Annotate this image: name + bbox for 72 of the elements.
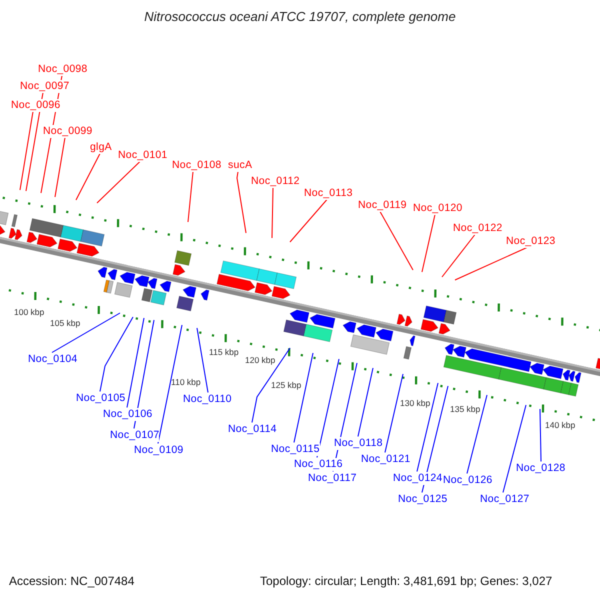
position-label: 125 kbp xyxy=(271,380,302,390)
leader-line xyxy=(380,211,414,270)
position-label: 115 kbp xyxy=(209,347,239,357)
leader-line xyxy=(54,137,66,198)
leader-line xyxy=(442,234,476,278)
gene-label: Noc_0099 xyxy=(43,124,92,138)
gene-label: Noc_0101 xyxy=(118,148,168,162)
leader-line xyxy=(126,318,144,408)
leader-line xyxy=(236,171,246,234)
gene-label: Noc_0098 xyxy=(38,62,88,76)
position-label: 140 kbp xyxy=(545,420,576,430)
leader-line xyxy=(294,352,314,443)
gene-label: Noc_0124 xyxy=(393,472,442,484)
gene-label: Noc_0127 xyxy=(480,492,530,506)
leader-line xyxy=(422,214,436,272)
position-label: 130 kbp xyxy=(400,398,430,408)
position-label: 110 kbp xyxy=(171,377,201,387)
gene-label: sucA xyxy=(228,158,252,172)
gene-label: glgA xyxy=(90,140,112,154)
leader-line xyxy=(540,408,542,462)
accession-label: Accession: NC_007484 xyxy=(9,574,134,588)
gene-label: Noc_0122 xyxy=(453,222,502,234)
gene-label: Noc_0096 xyxy=(11,98,60,112)
gene-label: Noc_0118 xyxy=(334,436,383,450)
gene-label: Noc_0104 xyxy=(28,352,78,366)
title: Nitrosococcus oceani ATCC 19707, complete genome xyxy=(143,9,457,24)
leader-line xyxy=(158,324,182,444)
genome-stats-label: Topology: circular; Length: 3,481,691 bp; Genes: 3,027 xyxy=(260,574,552,588)
gene-label: Noc_0097 xyxy=(20,80,70,92)
gene-label: Noc_0112 xyxy=(251,174,300,188)
gene-label: Noc_0115 xyxy=(271,442,320,456)
gene-label: Noc_0105 xyxy=(76,392,126,404)
leader-line xyxy=(416,382,438,472)
leader-line xyxy=(134,320,154,429)
leader-line xyxy=(196,328,208,393)
gene-label: Noc_0114 xyxy=(228,422,277,436)
gene-label: Noc_0125 xyxy=(398,492,448,506)
leader-line xyxy=(52,312,120,353)
leader-line xyxy=(188,171,194,222)
leader-line xyxy=(422,386,448,493)
leader-line xyxy=(384,374,404,453)
gene-label: Noc_0126 xyxy=(443,474,492,486)
gene-label: Noc_0106 xyxy=(103,408,152,420)
gene-label: Noc_0109 xyxy=(134,444,184,456)
gene-label: Noc_0121 xyxy=(361,452,410,466)
leader-line xyxy=(290,199,328,242)
gene-label: Noc_0119 xyxy=(358,198,407,212)
gene-label: Noc_0110 xyxy=(183,392,232,406)
leader-line xyxy=(26,92,44,192)
gene-label: Noc_0108 xyxy=(172,158,222,172)
position-label: 135 kbp xyxy=(450,404,480,414)
gene-label: Noc_0117 xyxy=(308,472,357,484)
position-label: 120 kbp xyxy=(245,355,276,365)
gene-label: Noc_0107 xyxy=(110,428,160,442)
leader-line xyxy=(272,187,274,238)
leader-line xyxy=(20,111,34,190)
leader-line xyxy=(252,348,290,423)
leader-line xyxy=(502,404,526,493)
leader-line xyxy=(96,161,140,204)
leader-line xyxy=(100,316,134,392)
gene-label: Noc_0123 xyxy=(506,234,556,248)
gene-label: Noc_0120 xyxy=(413,202,462,214)
gene-label: Noc_0128 xyxy=(516,462,566,474)
leader-line xyxy=(358,368,374,437)
position-label: 105 kbp xyxy=(50,318,80,328)
gene-label: Noc_0113 xyxy=(304,186,353,200)
leader-line xyxy=(466,394,488,474)
leader-line xyxy=(76,153,100,200)
leader-line xyxy=(454,247,528,280)
leader-line xyxy=(316,358,340,458)
position-label: 100 kbp xyxy=(14,307,44,317)
gene-label: Noc_0116 xyxy=(294,458,343,470)
